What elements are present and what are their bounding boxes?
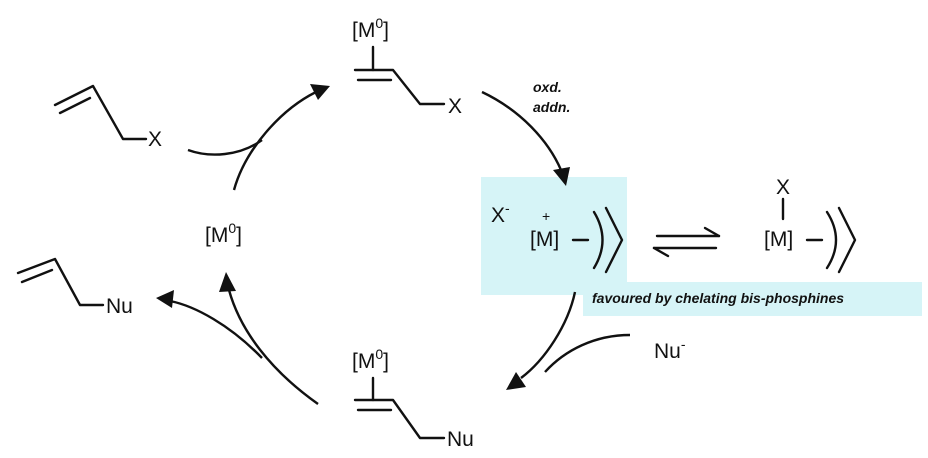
pi-complex-product: [M0] Nu xyxy=(352,346,474,451)
counterion-label: X- xyxy=(491,200,510,227)
product-nucleophile: Nu xyxy=(106,295,133,318)
substrate-leaving-group: X xyxy=(148,128,162,151)
product-complex-nucleophile: Nu xyxy=(447,428,474,451)
neutral-allyl-complex: X [M] xyxy=(764,176,857,274)
neutral-complex-leaving-group: X xyxy=(776,176,790,199)
cationic-metal-label: [M] xyxy=(530,228,559,251)
note-highlight xyxy=(583,282,922,316)
pi-complex-metal-label: [M0] xyxy=(352,15,389,42)
neutral-metal-label: [M] xyxy=(764,228,793,251)
allyl-product: Nu xyxy=(16,257,133,318)
pi-complex-leaving-group: X xyxy=(448,95,462,118)
step-label-addn: addn. xyxy=(533,99,570,115)
pi-complex-substrate: [M0] X xyxy=(352,15,462,118)
step-label-oxd: oxd. xyxy=(533,79,562,95)
product-complex-metal-label: [M0] xyxy=(352,346,389,373)
equilibrium-arrows xyxy=(652,226,721,258)
cation-charge: + xyxy=(542,208,550,224)
allyl-substrate: X xyxy=(53,84,162,151)
catalyst-label: [M0] xyxy=(205,220,242,247)
cationic-allyl-complex: X- + [M] xyxy=(491,200,624,274)
nucleophile-label: Nu- xyxy=(654,336,686,363)
chelation-note: favoured by chelating bis-phosphines xyxy=(592,290,844,306)
reaction-arrows xyxy=(156,84,631,405)
